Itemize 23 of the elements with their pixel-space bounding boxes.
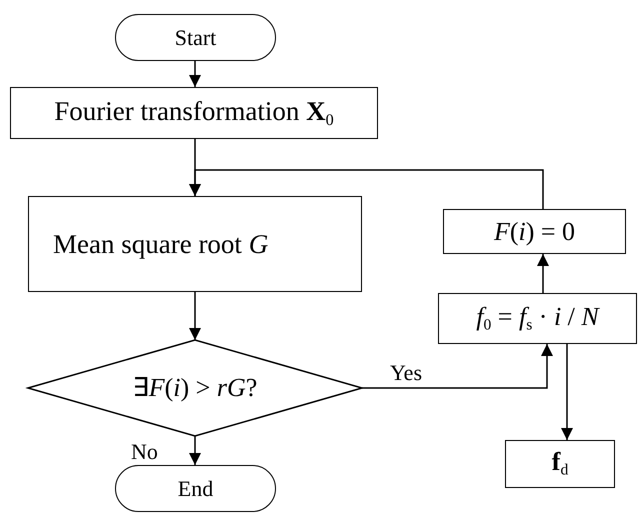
output-box <box>505 440 615 488</box>
process-box <box>10 87 378 139</box>
process-box <box>438 293 637 344</box>
end-terminal <box>115 465 276 512</box>
arrow <box>537 254 549 293</box>
process-box <box>443 209 626 254</box>
arrow <box>189 292 201 340</box>
node-text: Start <box>174 26 216 48</box>
node-text: f$_{d}$ <box>552 449 568 479</box>
node-text: ∃F(i) > rG? <box>132 375 258 401</box>
arrow <box>362 344 553 389</box>
arrow <box>189 61 201 87</box>
arrow <box>561 344 573 440</box>
process-box <box>28 196 362 292</box>
start-terminal <box>115 14 276 61</box>
arrow <box>189 436 201 465</box>
arrow <box>189 169 544 209</box>
node-text: f$_{0}$ = f$_{s}$ · i / N <box>476 304 599 334</box>
decision-diamond <box>28 340 362 436</box>
node-text: F(i) = 0 <box>494 218 576 244</box>
node-text: Mean square root G <box>53 230 268 258</box>
node-text: Fourier transformation X$_{0}$ <box>54 98 334 128</box>
node-text: End <box>178 478 214 500</box>
